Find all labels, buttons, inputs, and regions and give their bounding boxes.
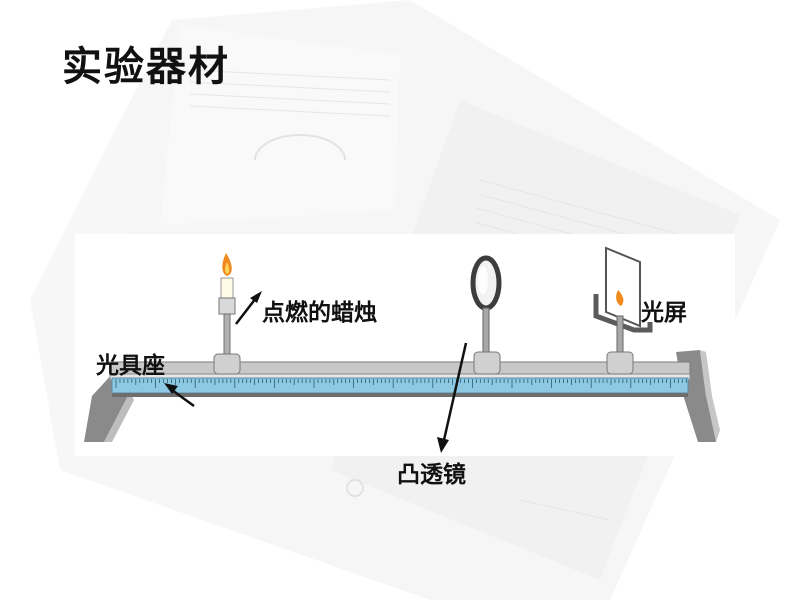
scale-ticks xyxy=(115,379,687,388)
label-candle: 点燃的蜡烛 xyxy=(262,300,377,326)
label-convex-lens: 凸透镜 xyxy=(397,462,466,488)
convex-lens xyxy=(470,255,502,375)
lens-pointer-arrow xyxy=(437,342,468,453)
candle xyxy=(213,253,241,375)
slide-title: 实验器材 xyxy=(62,44,230,90)
candle-pointer-arrow xyxy=(235,291,262,325)
bench-pointer-arrow xyxy=(164,383,195,408)
label-light-screen: 光屏 xyxy=(641,300,687,326)
light-screen xyxy=(593,246,653,375)
label-optical-bench: 光具座 xyxy=(96,353,165,379)
bench-rail xyxy=(109,361,691,397)
